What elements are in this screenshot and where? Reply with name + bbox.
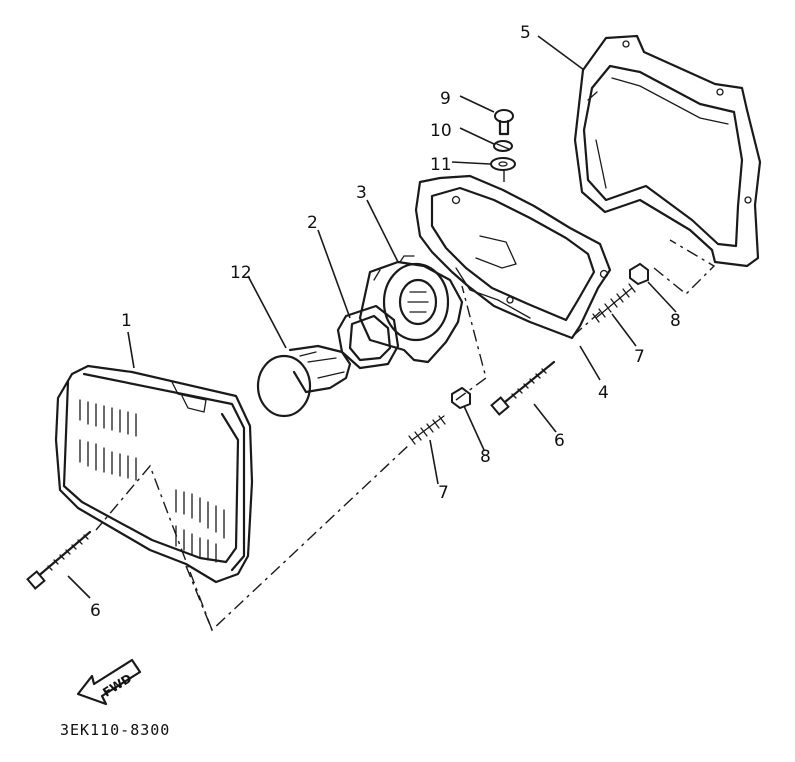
fwd-arrow-icon: FWD — [76, 658, 142, 706]
callout-9: 9 — [440, 89, 451, 109]
callout-3: 3 — [356, 183, 367, 203]
leader-lines — [67, 35, 677, 599]
headlight-bulb-part — [256, 344, 352, 418]
nut-right-part — [629, 262, 649, 286]
nut-center-part — [451, 386, 471, 410]
callout-10: 10 — [430, 121, 452, 141]
fwd-label: FWD — [100, 671, 134, 700]
grommet-part — [490, 157, 516, 171]
screw-part — [494, 109, 514, 136]
callout-4: 4 — [598, 383, 609, 403]
headlight-rim-part — [573, 34, 762, 268]
callout-6-right: 6 — [554, 431, 565, 451]
callout-7-right: 7 — [634, 347, 645, 367]
adjusting-screw-right-part — [490, 360, 556, 416]
callout-8-center: 8 — [480, 447, 491, 467]
spring-center-part — [408, 415, 446, 445]
callout-1: 1 — [121, 311, 132, 331]
callout-5: 5 — [520, 23, 531, 43]
lens-pattern — [79, 399, 225, 563]
callout-6-left: 6 — [90, 601, 101, 621]
callout-8-right: 8 — [670, 311, 681, 331]
assembly-lines — [95, 170, 716, 632]
retaining-ring-part — [336, 304, 400, 370]
callout-12: 12 — [230, 263, 252, 283]
adjusting-screw-left-part — [26, 530, 92, 590]
callout-7-center: 7 — [438, 483, 449, 503]
callout-11: 11 — [430, 155, 452, 175]
callout-2: 2 — [307, 213, 318, 233]
drawing-code: 3EK110-8300 — [60, 721, 170, 739]
sealed-beam-unit-part — [54, 364, 254, 584]
headlight-case-part — [414, 174, 612, 340]
lock-washer-part — [493, 140, 513, 152]
bulb-socket-housing-part — [358, 255, 464, 364]
callout-labels: 1 2 3 4 5 6 6 7 7 8 8 9 10 11 12 — [90, 23, 681, 621]
spring-right-part — [592, 283, 636, 323]
